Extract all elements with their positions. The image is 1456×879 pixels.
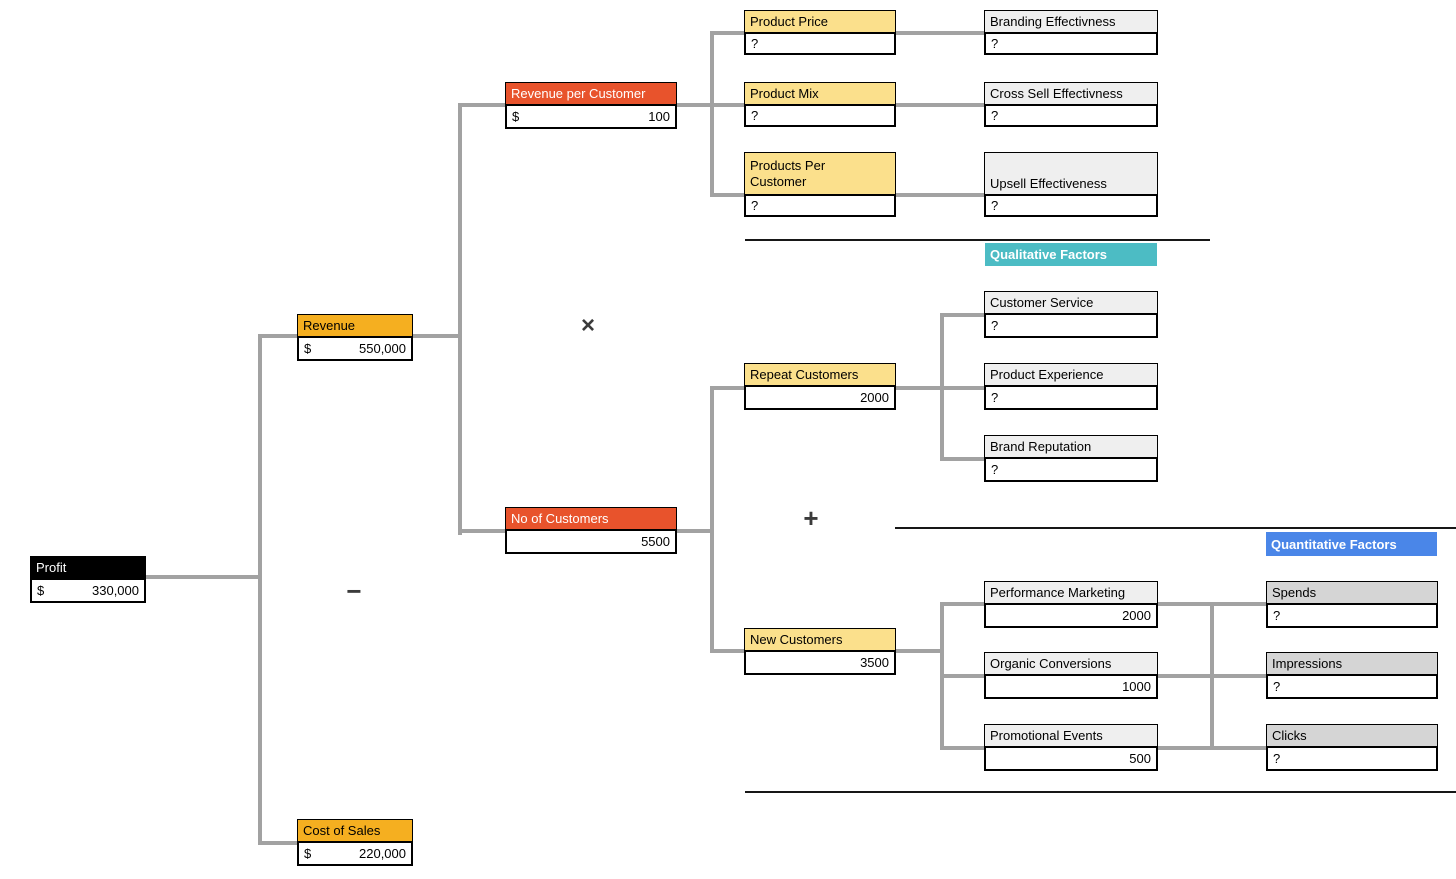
node-no-of-customers-value[interactable]: 5500 (505, 529, 677, 554)
node-clicks[interactable]: Clicks ? (1266, 724, 1438, 771)
connector-line (940, 313, 944, 461)
node-impressions[interactable]: Impressions ? (1266, 652, 1438, 699)
node-performance-marketing-label: Performance Marketing (984, 581, 1158, 604)
node-new-customers[interactable]: New Customers 3500 (744, 628, 896, 675)
section-divider-line (895, 527, 1456, 529)
node-cross-sell-effectivness-value[interactable]: ? (984, 104, 1158, 127)
node-performance-marketing[interactable]: Performance Marketing 2000 (984, 581, 1158, 628)
node-organic-conversions-value[interactable]: 1000 (984, 674, 1158, 699)
connector-line (940, 313, 988, 317)
node-revenue-per-customer[interactable]: Revenue per Customer $ 100 (505, 82, 677, 129)
node-cross-sell-effectivness-label: Cross Sell Effectivness (984, 82, 1158, 105)
node-profit-value-cell[interactable]: $ 330,000 (30, 578, 146, 603)
node-spends-label: Spends (1266, 581, 1438, 604)
node-product-mix-value[interactable]: ? (744, 104, 896, 127)
node-repeat-customers-value[interactable]: 2000 (744, 385, 896, 410)
node-promotional-events-label: Promotional Events (984, 724, 1158, 747)
node-spends-value[interactable]: ? (1266, 603, 1438, 628)
node-product-experience-value[interactable]: ? (984, 385, 1158, 410)
node-brand-reputation-label: Brand Reputation (984, 435, 1158, 458)
node-profit-value: 330,000 (92, 583, 139, 598)
node-upsell-effectiveness-label: Upsell Effectiveness (984, 152, 1158, 195)
node-product-experience-label: Product Experience (984, 363, 1158, 386)
connector-line (458, 103, 988, 107)
connector-line (940, 457, 988, 461)
node-impressions-value[interactable]: ? (1266, 674, 1438, 699)
section-divider-line (745, 239, 1210, 241)
qualitative-factors-badge: Qualitative Factors (985, 243, 1157, 266)
node-cost-of-sales-value: 220,000 (359, 846, 406, 861)
node-promotional-events[interactable]: Promotional Events 500 (984, 724, 1158, 771)
node-product-experience[interactable]: Product Experience ? (984, 363, 1158, 410)
node-new-customers-value[interactable]: 3500 (744, 650, 896, 675)
node-revenue-value: 550,000 (359, 341, 406, 356)
node-cross-sell-effectivness[interactable]: Cross Sell Effectivness ? (984, 82, 1158, 127)
connector-line (258, 841, 301, 845)
connector-line (710, 31, 714, 197)
node-product-price-label: Product Price (744, 10, 896, 33)
node-product-price-value[interactable]: ? (744, 32, 896, 55)
connector-line (710, 386, 714, 653)
node-branding-effectivness-value[interactable]: ? (984, 32, 1158, 55)
add-operator: + (803, 503, 819, 533)
node-revenue-per-customer-label: Revenue per Customer (505, 82, 677, 105)
section-divider-line (745, 791, 1456, 793)
node-products-per-customer[interactable]: Products Per Customer ? (744, 152, 896, 217)
node-upsell-effectiveness[interactable]: Upsell Effectiveness ? (984, 152, 1158, 217)
node-cost-of-sales-value-cell[interactable]: $ 220,000 (297, 841, 413, 866)
node-product-mix[interactable]: Product Mix ? (744, 82, 896, 127)
node-upsell-effectiveness-value[interactable]: ? (984, 194, 1158, 217)
connector-line (458, 103, 462, 535)
node-revenue-value-cell[interactable]: $ 550,000 (297, 336, 413, 361)
currency-symbol: $ (512, 109, 520, 124)
node-promotional-events-value[interactable]: 500 (984, 746, 1158, 771)
node-organic-conversions-label: Organic Conversions (984, 652, 1158, 675)
node-branding-effectivness[interactable]: Branding Effectivness ? (984, 10, 1158, 55)
currency-symbol: $ (37, 583, 45, 598)
node-no-of-customers[interactable]: No of Customers 5500 (505, 507, 677, 554)
node-profit[interactable]: Profit $ 330,000 (30, 556, 146, 603)
node-clicks-value[interactable]: ? (1266, 746, 1438, 771)
quantitative-factors-badge: Quantitative Factors (1266, 532, 1437, 556)
node-revenue-per-customer-value: 100 (648, 109, 670, 124)
node-branding-effectivness-label: Branding Effectivness (984, 10, 1158, 33)
multiply-operator: × (580, 312, 595, 339)
connector-line (1210, 602, 1214, 750)
node-repeat-customers[interactable]: Repeat Customers 2000 (744, 363, 896, 410)
node-customer-service-label: Customer Service (984, 291, 1158, 314)
node-brand-reputation-value[interactable]: ? (984, 457, 1158, 482)
node-clicks-label: Clicks (1266, 724, 1438, 747)
node-revenue[interactable]: Revenue $ 550,000 (297, 314, 413, 361)
node-spends[interactable]: Spends ? (1266, 581, 1438, 628)
node-customer-service-value[interactable]: ? (984, 313, 1158, 338)
node-product-price[interactable]: Product Price ? (744, 10, 896, 55)
node-products-per-customer-value[interactable]: ? (744, 194, 896, 217)
node-products-per-customer-label: Products Per Customer (744, 152, 896, 195)
connector-line (146, 575, 262, 579)
node-no-of-customers-label: No of Customers (505, 507, 677, 530)
node-cost-of-sales-label: Cost of Sales (297, 819, 413, 842)
node-repeat-customers-label: Repeat Customers (744, 363, 896, 386)
connector-line (258, 335, 262, 845)
node-brand-reputation[interactable]: Brand Reputation ? (984, 435, 1158, 482)
currency-symbol: $ (304, 846, 312, 861)
node-customer-service[interactable]: Customer Service ? (984, 291, 1158, 338)
node-new-customers-label: New Customers (744, 628, 896, 651)
node-performance-marketing-value[interactable]: 2000 (984, 603, 1158, 628)
node-impressions-label: Impressions (1266, 652, 1438, 675)
node-revenue-label: Revenue (297, 314, 413, 337)
node-profit-label: Profit (30, 556, 146, 579)
subtract-operator: − (346, 576, 362, 606)
currency-symbol: $ (304, 341, 312, 356)
node-cost-of-sales[interactable]: Cost of Sales $ 220,000 (297, 819, 413, 866)
node-product-mix-label: Product Mix (744, 82, 896, 105)
node-revenue-per-customer-value-cell[interactable]: $ 100 (505, 104, 677, 129)
node-organic-conversions[interactable]: Organic Conversions 1000 (984, 652, 1158, 699)
